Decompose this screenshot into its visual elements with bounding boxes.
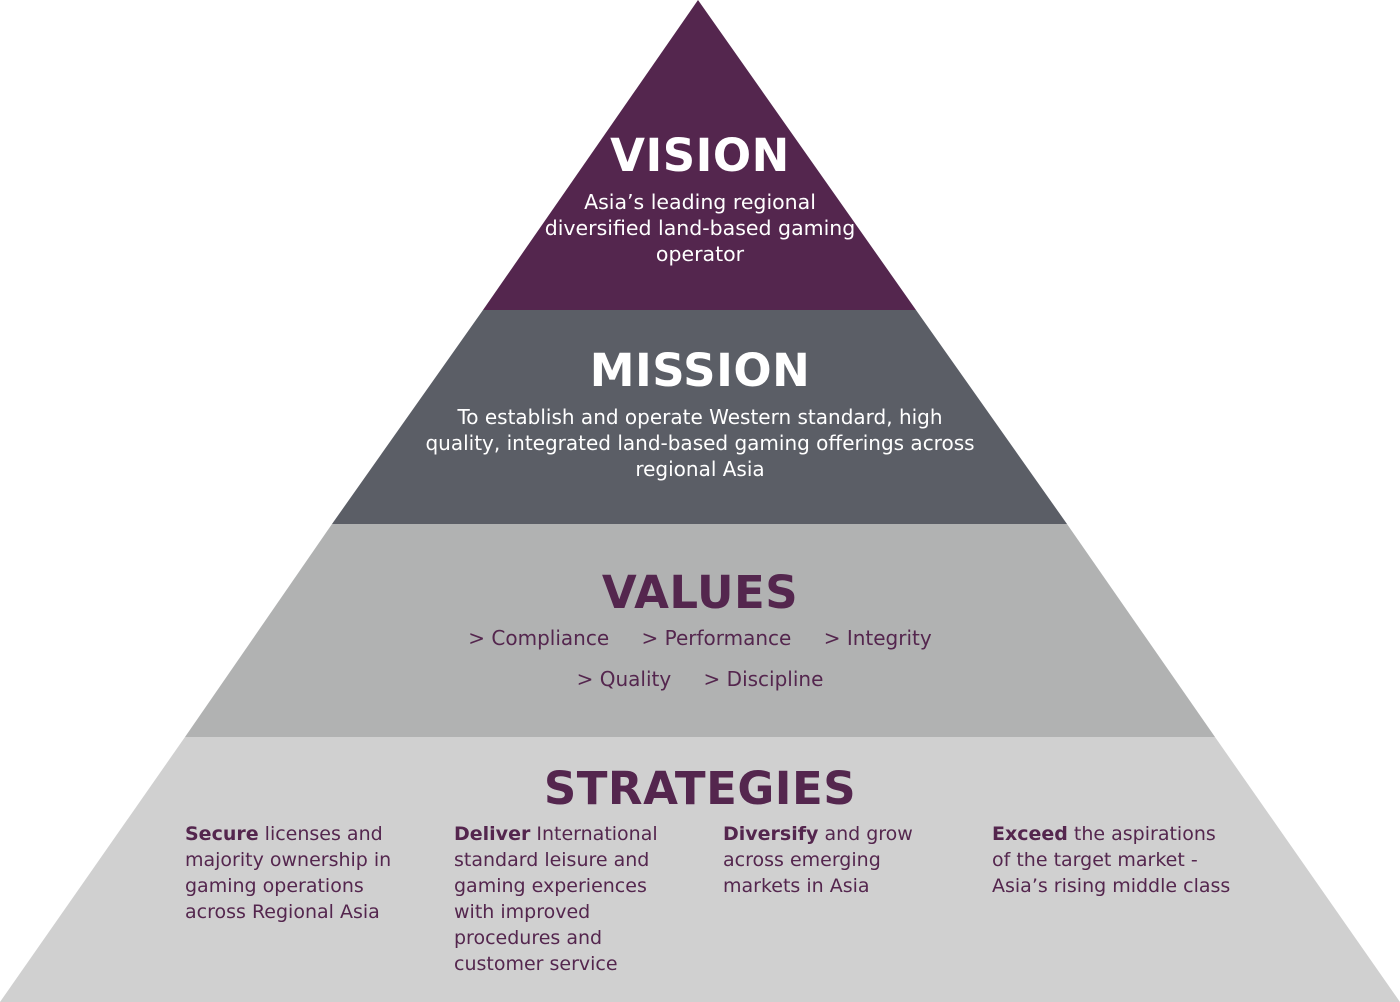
vision-title: VISION <box>610 129 790 182</box>
values-row: > Quality > Discipline <box>0 666 1400 692</box>
value-item-discipline: > Discipline <box>703 667 824 691</box>
strategy-keyword: Exceed <box>992 823 1068 845</box>
strategy-diversify: Diversify and grow across emerging marke… <box>723 821 963 899</box>
strategy-text: licenses and majority ownership in gamin… <box>185 823 392 923</box>
strategies-title: STRATEGIES <box>543 762 857 815</box>
strategy-keyword: Deliver <box>454 823 531 845</box>
value-item-integrity: > Integrity <box>823 626 932 650</box>
strategy-text: and grow across emerging markets in Asia <box>723 823 913 897</box>
strategy-keyword: Secure <box>185 823 259 845</box>
vision-text: Asia’s leading regional diversified land… <box>544 190 856 266</box>
vision-tier <box>483 0 916 310</box>
values-tier <box>185 524 1215 737</box>
strategies-tier <box>0 737 1400 1002</box>
values-title: VALUES <box>601 566 799 619</box>
strategy-text: International standard leisure and gamin… <box>454 823 658 975</box>
value-item-compliance: > Compliance <box>468 626 610 650</box>
mission-text: To establish and operate Western standar… <box>425 405 975 481</box>
strategy-deliver: Deliver International standard leisure a… <box>454 821 686 977</box>
value-item-performance: > Performance <box>641 626 792 650</box>
strategy-exceed: Exceed the aspirations of the target mar… <box>992 821 1232 899</box>
strategy-secure: Secure licenses and majority ownership i… <box>185 821 430 925</box>
strategy-keyword: Diversify <box>723 823 819 845</box>
strategy-text: the aspirations of the target market - A… <box>992 823 1231 897</box>
mission-title: MISSION <box>589 344 811 397</box>
values-row: > Compliance > Performance > Integrity <box>0 625 1400 651</box>
value-item-quality: > Quality <box>576 667 672 691</box>
mission-tier <box>332 310 1067 524</box>
